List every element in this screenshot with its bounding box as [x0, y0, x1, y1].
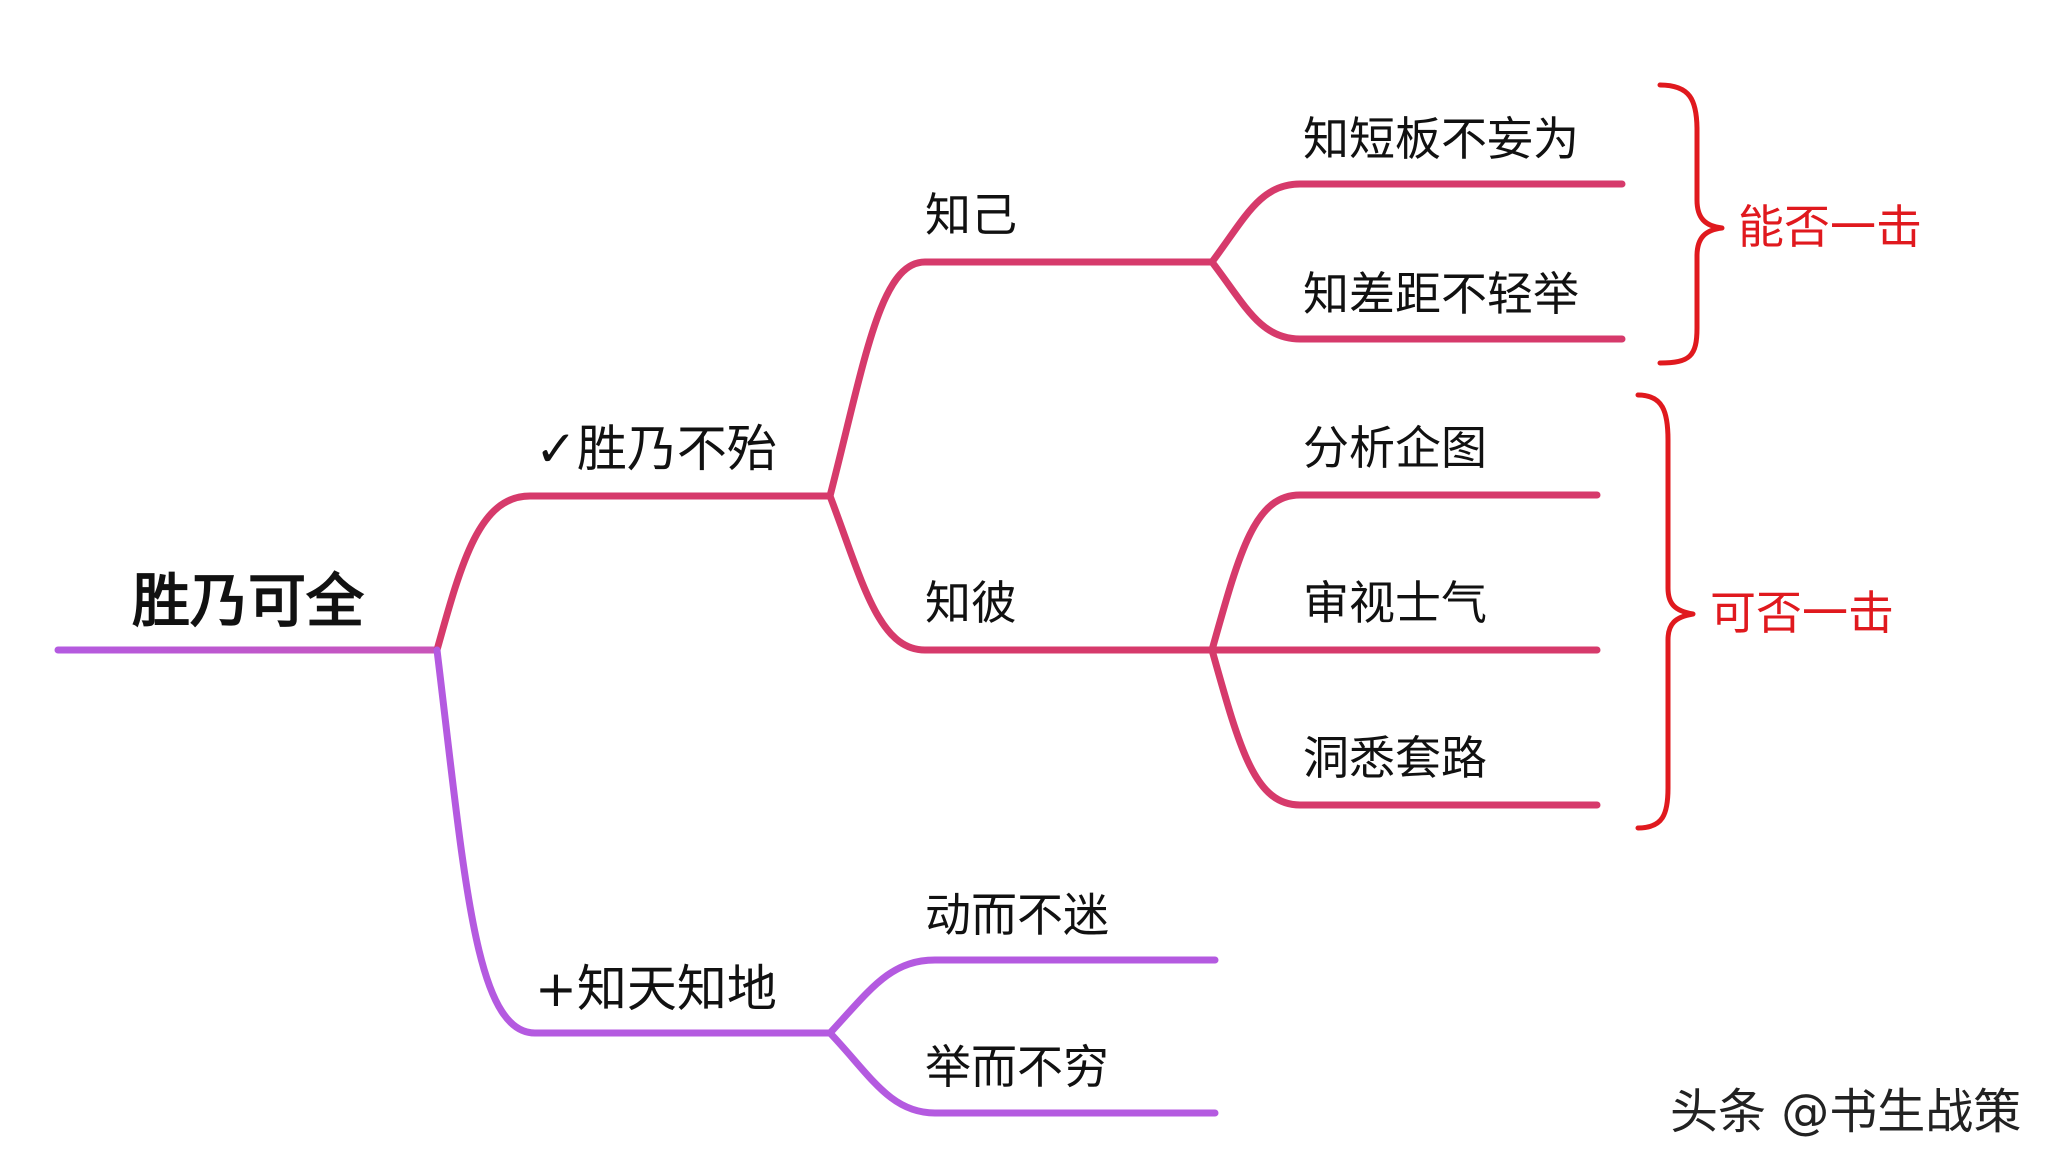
connector-self-1 [1208, 180, 1626, 266]
brace-can-strike [1657, 82, 1725, 366]
watermark-text: 头条 @书生战策 [1670, 1084, 2022, 1140]
connector-win [433, 492, 834, 654]
leaf-enemy-3: 洞悉套路 [1303, 731, 1487, 785]
sub-branch-enemy-label: 知彼 [925, 576, 1017, 630]
leaf-self-2: 知差距不轻举 [1303, 267, 1579, 321]
connector-self-2 [1208, 258, 1626, 343]
connector-terrain-1 [826, 956, 1219, 1037]
leaf-self-1: 知短板不妄为 [1303, 112, 1579, 166]
leaf-terrain-2: 举而不穷 [925, 1040, 1109, 1094]
leaf-enemy-1: 分析企图 [1303, 421, 1487, 475]
brace-label-may-strike: 可否一击 [1710, 586, 1894, 640]
root-node-label: 胜乃可全 [132, 567, 365, 635]
connector-terrain-2 [826, 1029, 1219, 1117]
brace-may-strike [1635, 392, 1696, 831]
branch-terrain-label: +知天知地 [535, 960, 777, 1018]
sub-branch-self-label: 知己 [925, 188, 1017, 242]
connector-enemy-3 [1208, 646, 1601, 809]
connector-terrain [433, 646, 834, 1037]
brace-label-can-strike: 能否一击 [1738, 200, 1922, 254]
leaf-enemy-2: 审视士气 [1303, 576, 1487, 630]
connector-enemy-1 [1208, 491, 1601, 654]
leaf-terrain-1: 动而不迷 [925, 888, 1109, 942]
connector-self [826, 258, 1216, 500]
branch-win-label: ✓胜乃不殆 [535, 420, 777, 478]
connector-enemy [826, 492, 1216, 654]
